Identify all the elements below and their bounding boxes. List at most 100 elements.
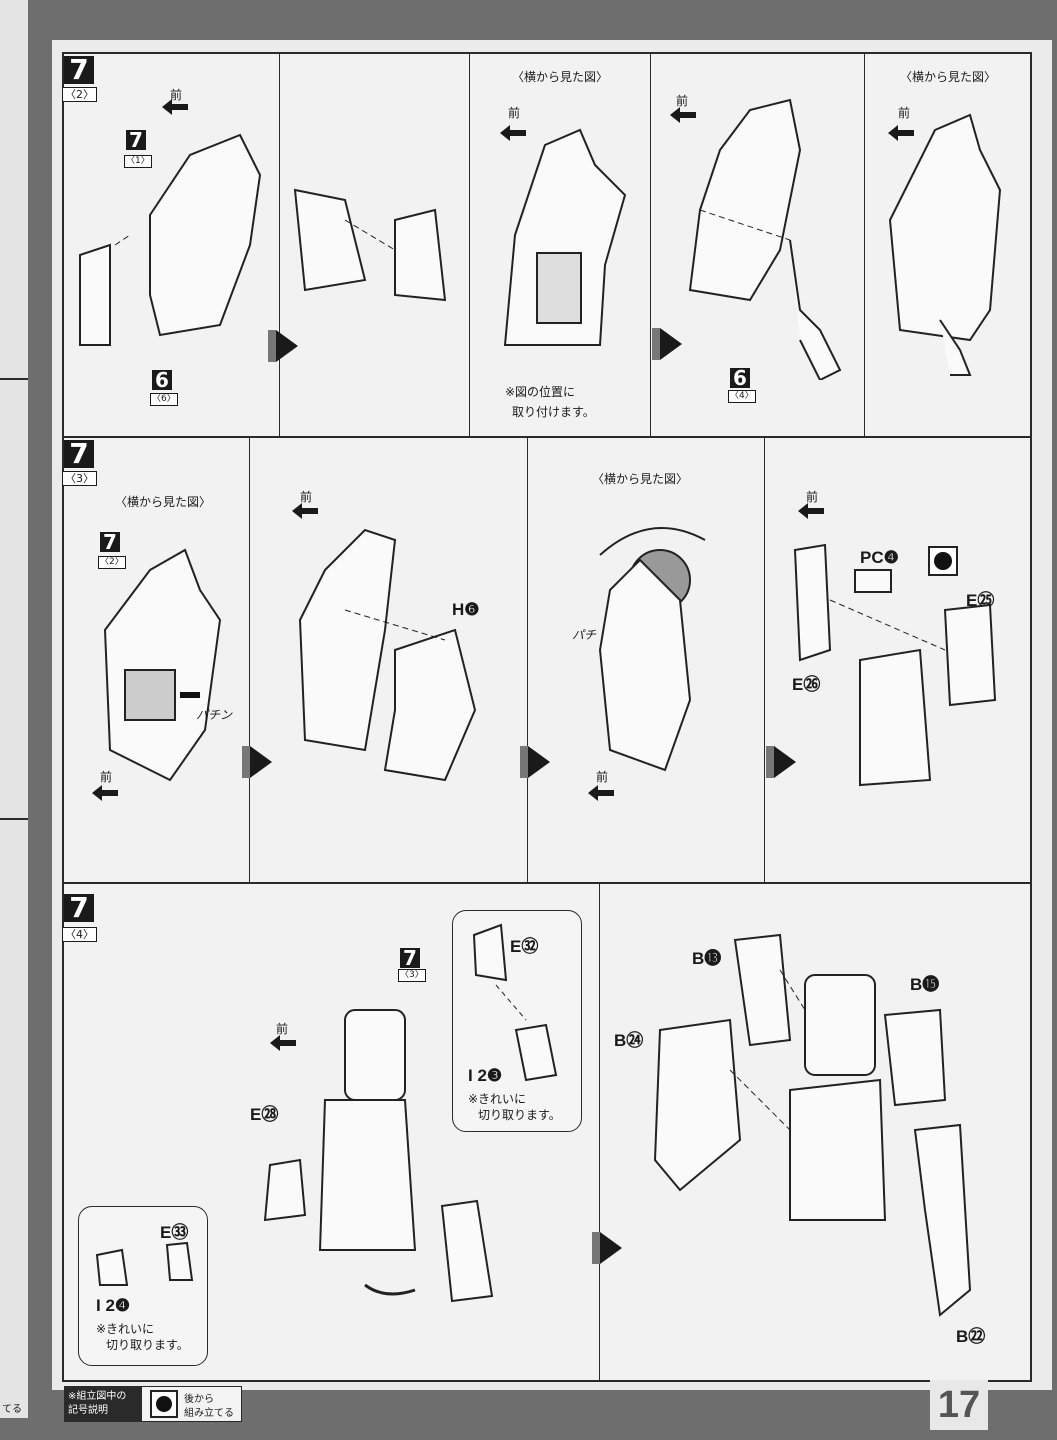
step-number: 7	[64, 894, 94, 922]
front-label: 前	[898, 106, 911, 120]
cut-note: 切り取ります。	[478, 1108, 561, 1122]
next-step-arrow-icon	[276, 330, 298, 362]
forearm-part-drawing	[440, 1199, 494, 1303]
leg-rotation-drawing	[598, 527, 706, 772]
legend-item-line: 組み立てる	[184, 1408, 234, 1419]
note-line: ※図の位置に	[505, 385, 576, 399]
armor-assembly-drawing	[653, 933, 972, 1317]
part-label: E㉜	[510, 937, 539, 956]
ref-step-number: 6	[152, 370, 172, 390]
leg-side-drawing	[888, 113, 1002, 376]
step-sub: 〈4〉	[62, 927, 97, 942]
assemble-later-icon	[150, 1390, 178, 1418]
front-label: 前	[276, 1022, 289, 1036]
step-arrow-tail	[268, 330, 276, 362]
cut-note: ※きれいに	[96, 1322, 155, 1336]
part-label: B⓭	[692, 949, 722, 968]
divider	[599, 884, 600, 1380]
step-number: 7	[64, 440, 94, 468]
divider	[279, 54, 280, 436]
ref-step-number: 7	[100, 532, 120, 552]
shoulder-parts-drawing	[793, 543, 997, 787]
page-number: 17	[930, 1380, 988, 1430]
front-arrow-icon	[888, 125, 914, 141]
ref-step-number: 7	[400, 948, 420, 968]
divider	[764, 438, 765, 882]
arm-assembly-drawing	[263, 1009, 417, 1296]
divider	[0, 378, 28, 380]
side-view-label: 〈横から見た図〉	[115, 495, 212, 509]
divider	[249, 438, 250, 882]
legend-heading: ※組立図中の 記号説明	[64, 1386, 142, 1422]
front-arrow-icon	[92, 785, 118, 801]
step-arrow-tail	[652, 328, 660, 360]
front-label: 前	[806, 490, 819, 504]
step-sub: 〈2〉	[62, 87, 97, 102]
e32-part-drawing	[472, 923, 558, 1082]
next-step-arrow-icon	[250, 746, 272, 778]
cut-note: ※きれいに	[468, 1092, 527, 1106]
step-number: 7	[64, 56, 94, 84]
ref-step-number: 6	[730, 368, 750, 388]
part-label: I 2❹	[96, 1296, 131, 1315]
divider	[469, 54, 470, 436]
front-arrow-icon	[798, 503, 824, 519]
leg-side-drawing	[103, 548, 222, 782]
margin-fragment: てる	[2, 1404, 22, 1415]
next-step-arrow-icon	[600, 1232, 622, 1264]
front-arrow-icon	[162, 99, 188, 115]
step-arrow-tail	[592, 1232, 600, 1264]
ref-step-sub: 〈4〉	[728, 390, 756, 403]
frame-drawing	[293, 188, 447, 302]
e33-part-drawing	[95, 1241, 194, 1286]
divider	[650, 54, 651, 436]
part-label: B㉔	[614, 1031, 644, 1050]
front-arrow-icon	[270, 1035, 296, 1051]
legend-heading-line: 記号説明	[68, 1405, 108, 1416]
next-step-arrow-icon	[774, 746, 796, 778]
ref-step-sub: 〈6〉	[150, 393, 178, 406]
part-label: B㉒	[956, 1327, 986, 1346]
front-arrow-icon	[588, 785, 614, 801]
side-view-label: 〈横から見た図〉	[592, 472, 689, 486]
front-arrow-icon	[670, 107, 696, 123]
step-sub: 〈3〉	[62, 471, 97, 486]
front-arrow-icon	[292, 503, 318, 519]
front-label: 前	[170, 88, 183, 102]
step-arrow-tail	[520, 746, 528, 778]
divider	[864, 54, 865, 436]
front-label: 前	[100, 770, 113, 784]
divider	[0, 818, 28, 820]
part-label: E㉝	[160, 1223, 189, 1242]
snap-sound: パチン	[196, 708, 233, 722]
assemble-later-icon	[928, 546, 958, 576]
divider	[527, 438, 528, 882]
note-line: 取り付けます。	[512, 405, 595, 419]
leg-side-drawing	[503, 128, 627, 346]
part-label: E㉘	[250, 1105, 279, 1124]
front-label: 前	[300, 490, 313, 504]
next-step-arrow-icon	[528, 746, 550, 778]
e33-callout	[78, 1206, 208, 1366]
next-step-arrow-icon	[660, 328, 682, 360]
leg-frame-drawing	[79, 133, 262, 346]
front-label: 前	[508, 106, 521, 120]
part-label: H❻	[452, 600, 480, 619]
legend-item-line: 後から	[184, 1394, 214, 1405]
step-arrow-tail	[242, 746, 250, 778]
legend-heading-line: ※組立図中の	[68, 1391, 127, 1402]
part-label: I 2❸	[468, 1066, 503, 1085]
ref-step-number: 7	[126, 130, 146, 150]
front-arrow-icon	[500, 125, 526, 141]
leg-assembly-drawing	[298, 528, 477, 782]
side-view-label: 〈横から見た図〉	[512, 70, 609, 84]
snap-sound: パチ	[572, 628, 597, 642]
side-view-label: 〈横から見た図〉	[900, 70, 997, 84]
step-arrow-tail	[766, 746, 774, 778]
part-label: B⓯	[910, 975, 940, 994]
ref-step-sub: 〈2〉	[98, 556, 126, 569]
part-label: E㉖	[792, 675, 821, 694]
ref-step-sub: 〈1〉	[124, 155, 152, 168]
part-label: PC❹	[860, 548, 899, 567]
front-label: 前	[676, 94, 689, 108]
